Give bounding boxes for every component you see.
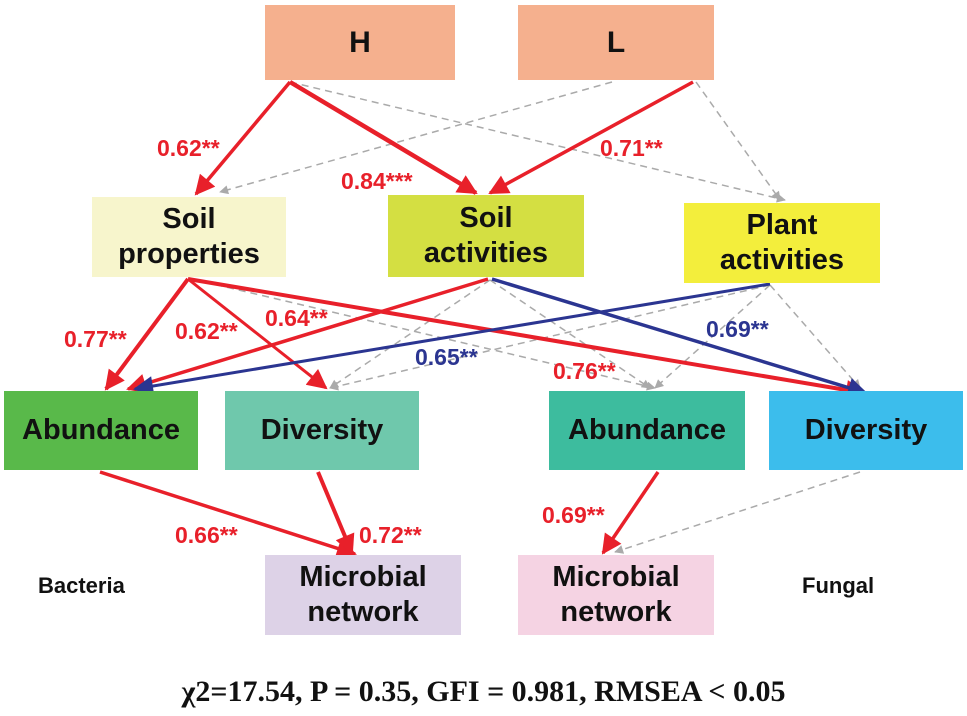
path-pa-fungal-diversity xyxy=(769,284,861,389)
node-fungal-network-line1: Microbial xyxy=(552,561,680,594)
node-h: H xyxy=(265,5,455,80)
coef-ba-network: 0.66** xyxy=(175,522,238,548)
path-sp-bacteria-diversity xyxy=(187,277,328,390)
coef-h-soil-activities: 0.84*** xyxy=(341,168,413,194)
node-h-label: H xyxy=(349,25,371,59)
path-sa-fungal-abundance xyxy=(489,279,651,389)
path-sp-fungal-abundance xyxy=(191,278,656,391)
node-bacteria-network-line2: network xyxy=(307,596,419,628)
label-bacteria: Bacteria xyxy=(38,573,125,598)
node-fungal-network: Microbial network xyxy=(518,555,714,635)
path-h-soil-properties xyxy=(194,80,292,196)
node-plant-activities-line2: activities xyxy=(719,244,845,276)
node-soil-properties-line1: Soil xyxy=(162,203,216,236)
path-fa-fungal-network xyxy=(601,471,660,555)
coef-fa-network: 0.69** xyxy=(542,502,605,528)
coef-sp-bacteria-diversity-b: 0.64** xyxy=(265,305,328,331)
node-soil-activities-line2: activities xyxy=(423,237,549,269)
node-bacteria-abundance: Abundance xyxy=(4,391,198,470)
node-bacteria-diversity: Diversity xyxy=(225,391,419,470)
node-l: L xyxy=(518,5,714,80)
node-fungal-diversity-label: Diversity xyxy=(804,414,928,447)
path-pa-bacteria-diversity xyxy=(329,284,771,391)
path-l-soil-properties xyxy=(219,81,613,195)
path-fd-fungal-network xyxy=(614,471,861,554)
node-bacteria-network-line1: Microbial xyxy=(299,561,427,594)
path-l-plant-activities xyxy=(695,81,781,201)
coef-bd-network: 0.72** xyxy=(359,522,422,548)
coef-l-soil-activities: 0.71** xyxy=(600,135,663,161)
path-pa-bacteria-abundance xyxy=(133,282,771,396)
path-bd-bacteria-network xyxy=(316,471,355,555)
path-ba-bacteria-network xyxy=(99,470,357,559)
path-sa-bacteria-diversity xyxy=(329,279,491,389)
coef-h-soil-properties: 0.62** xyxy=(157,135,220,161)
label-fungal: Fungal xyxy=(802,573,875,598)
node-soil-properties-line2: properties xyxy=(118,238,260,270)
node-soil-properties: Soil properties xyxy=(92,197,286,277)
node-fungal-diversity: Diversity xyxy=(769,391,963,470)
coef-sp-fungal-diversity: 0.76** xyxy=(553,358,616,384)
node-soil-activities-line1: Soil xyxy=(459,202,513,235)
node-plant-activities: Plant activities xyxy=(684,203,880,283)
path-pa-fungal-abundance xyxy=(654,284,771,389)
path-sp-bacteria-abundance xyxy=(104,277,190,391)
path-sp-fungal-diversity xyxy=(187,277,866,400)
fit-statistics: χ2=17.54, P = 0.35, GFI = 0.981, RMSEA <… xyxy=(181,675,786,708)
path-h-soil-activities xyxy=(288,80,478,195)
path-l-soil-activities xyxy=(488,80,694,195)
path-h-plant-activities xyxy=(289,81,786,203)
node-l-label: L xyxy=(606,25,626,59)
node-bacteria-abundance-label: Abundance xyxy=(22,414,180,447)
node-soil-activities: Soil activities xyxy=(388,195,584,277)
node-fungal-abundance: Abundance xyxy=(549,391,745,470)
node-bacteria-network: Microbial network xyxy=(265,555,461,635)
coef-sp-bacteria-diversity-a: 0.62** xyxy=(175,318,238,344)
path-sa-fungal-diversity xyxy=(491,277,868,398)
node-fungal-abundance-label: Abundance xyxy=(568,414,726,447)
coef-sp-bacteria-abundance: 0.77** xyxy=(64,326,127,352)
path-sa-bacteria-abundance xyxy=(126,277,489,394)
node-bacteria-diversity-label: Diversity xyxy=(260,414,384,447)
node-fungal-network-line2: network xyxy=(560,596,672,628)
coef-pa-bacteria-abundance: 0.65** xyxy=(415,344,478,370)
coef-sa-fungal-diversity: 0.69** xyxy=(706,316,769,342)
node-plant-activities-line1: Plant xyxy=(746,209,818,242)
